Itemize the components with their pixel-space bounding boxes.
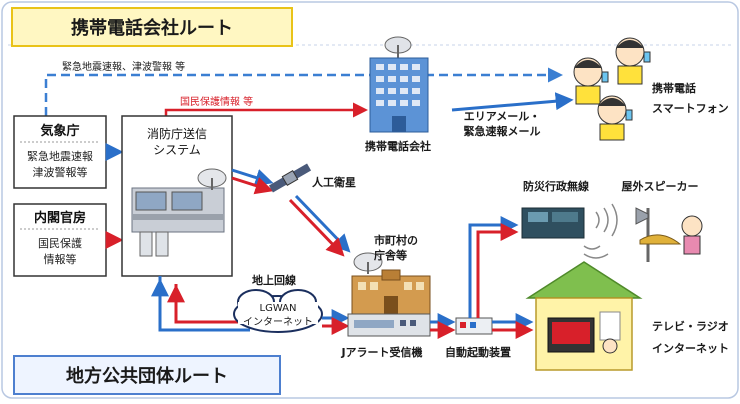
carrier-building-icon [369,36,429,133]
cabinet-line1: 国民保護 [38,236,82,250]
carrier-to-mobile-arrow [451,92,574,112]
listening-person-icon [681,215,703,255]
mobile-label-2: スマートフォン [652,102,729,115]
fdma-line2: システム [153,143,201,157]
disaster-radio-console-icon [521,207,585,239]
outdoor-speaker-label: 屋外スピーカー [622,179,699,193]
satellite-label: 人工衛星 [312,175,356,189]
tv-radio-label-2: インターネット [652,342,729,355]
fdma-system-panel: 消防庁送信 システム [121,115,233,277]
cabinet-box: 内閣官房 国民保護 情報等 [13,203,107,277]
lgwan-label-1: LGWAN [260,303,297,314]
mobile-label-1: 携帯電話 [652,81,696,95]
carrier-label: 携帯電話会社 [365,139,431,153]
mobile-route-title: 携帯電話会社ルート [71,17,233,39]
mobile-user-icon-3 [597,95,633,141]
auto-start-label: 自動起動装置 [445,345,511,359]
civil-protection-label: 国民保護情報 等 [180,95,253,108]
lgwan-cloud-icon [233,289,323,333]
civil-protection-arrow [164,102,368,118]
ground-line-label: 地上回線 [252,273,296,287]
cabinet-title: 内閣官房 [34,210,86,226]
eew-tsunami-label: 緊急地震速報、津波警報 等 [62,60,185,73]
local-route-title-box [13,355,281,395]
auto-to-radio-blue [468,216,519,318]
area-mail-label-2: 緊急速報メール [464,124,541,138]
cabinet-line2: 情報等 [44,252,77,266]
area-mail-label-1: エリアメール・ [464,110,540,123]
municipal-label-1: 市町村の [374,233,418,247]
municipal-building-icon [351,252,431,315]
radio-waves-icon [583,203,618,259]
satellite-icon [268,163,312,193]
municipal-label-2: 庁舎等 [373,248,407,262]
house-icon [525,261,643,371]
auto-start-device-icon [455,317,493,335]
auto-to-radio-red [476,223,519,318]
fdma-equipment-icon [131,168,227,257]
satellite-to-municipal-red [288,198,345,257]
fdma-line1: 消防庁送信 [147,126,207,141]
mobile-user-icon-2 [615,37,651,85]
mobile-user-icon-1 [573,57,609,105]
tv-radio-label-1: テレビ・ラジオ [652,319,729,333]
jalert-receiver-icon [347,313,431,337]
jalert-receiver-label: Jアラート受信機 [340,345,422,359]
jma-title: 気象庁 [40,123,79,139]
mobile-route-title-box [11,7,293,47]
local-route-title: 地方公共団体ルート [66,365,228,387]
jma-box: 気象庁 緊急地震速報 津波警報等 [13,115,107,189]
outdoor-speaker-icon [635,207,682,262]
lgwan-label-2: インターネット [243,316,313,328]
jma-line2: 津波警報等 [33,165,88,179]
fdma-to-satellite-red [231,176,274,195]
disaster-radio-label: 防災行政無線 [523,179,589,193]
jma-line1: 緊急地震速報 [27,149,93,163]
